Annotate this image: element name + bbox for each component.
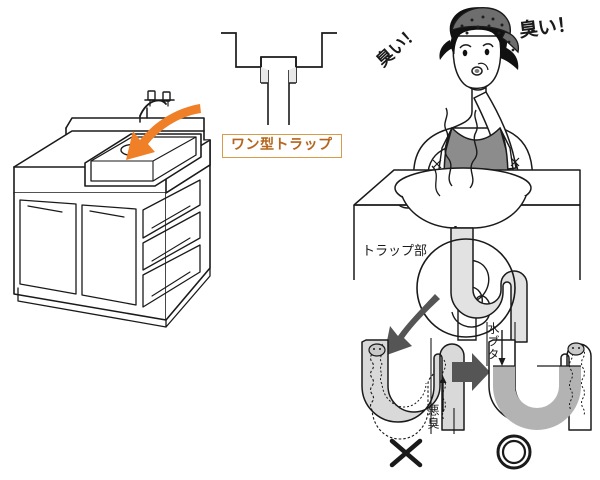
- woman-illustration: [394, 7, 535, 211]
- under-sink-diagram: [353, 107, 581, 280]
- zoom-arrow: [384, 294, 440, 356]
- bad-odor-label: 悪臭: [426, 404, 440, 430]
- trap-section-label: トラップ部: [362, 244, 428, 259]
- s-trap-pipe: [416, 226, 528, 343]
- bell-trap-cross-section: [221, 32, 337, 125]
- water-seal-trap-diagram: [486, 322, 592, 431]
- dry-trap-diagram: [361, 338, 465, 440]
- bell-trap-caption: ワン型トラップ: [222, 134, 342, 159]
- sink-cabinet-illustration: [13, 90, 211, 328]
- transition-arrow: [452, 353, 490, 391]
- verdict-good-mark: [496, 434, 532, 470]
- drain-pointer-arrow: [126, 104, 201, 160]
- water-seal-label: 水ブタ: [486, 322, 500, 361]
- verdict-bad-mark: [389, 438, 423, 468]
